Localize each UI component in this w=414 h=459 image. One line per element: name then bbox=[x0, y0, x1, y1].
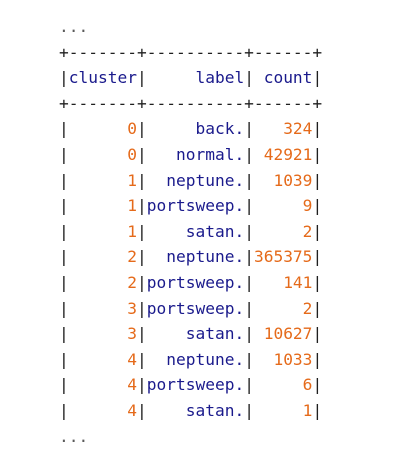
table-row: | 2|portsweep.| 141| bbox=[59, 272, 323, 292]
cell-label: neptune. bbox=[146, 349, 245, 369]
console-output: ... +-------+----------+------+ |cluster| … bbox=[59, 14, 322, 449]
table-row: | 0| back.| 324| bbox=[59, 119, 323, 139]
table-row: | 4| neptune.| 1033| bbox=[59, 349, 323, 369]
table-header-row: |cluster| label| count| bbox=[59, 68, 323, 88]
cell-label: satan. bbox=[146, 324, 245, 344]
cell-count: 2 bbox=[253, 221, 313, 241]
cell-label: portsweep. bbox=[146, 196, 245, 216]
cell-cluster: 1 bbox=[68, 196, 137, 216]
cell-cluster: 0 bbox=[68, 119, 137, 139]
table-body: | 0| back.| 324| | 0| normal.| 42921| | 1|… bbox=[59, 116, 322, 423]
cell-label: satan. bbox=[146, 400, 245, 420]
header-label: label bbox=[146, 68, 245, 88]
cell-cluster: 4 bbox=[68, 375, 137, 395]
cell-label: neptune. bbox=[146, 170, 245, 190]
cell-cluster: 2 bbox=[68, 272, 137, 292]
cell-cluster: 4 bbox=[68, 400, 137, 420]
cell-cluster: 0 bbox=[68, 144, 137, 164]
cell-cluster: 4 bbox=[68, 349, 137, 369]
cell-cluster: 1 bbox=[68, 170, 137, 190]
table-border-top: +-------+----------+------+ bbox=[59, 42, 323, 62]
cell-label: portsweep. bbox=[146, 298, 245, 318]
cell-cluster: 1 bbox=[68, 221, 137, 241]
table-row: | 1|portsweep.| 9| bbox=[59, 196, 323, 216]
cell-count: 1039 bbox=[253, 170, 313, 190]
cell-count: 10627 bbox=[253, 324, 313, 344]
table-row: | 3| satan.| 10627| bbox=[59, 324, 323, 344]
table-row: | 3|portsweep.| 2| bbox=[59, 298, 323, 318]
cell-count: 6 bbox=[253, 375, 313, 395]
table-row: | 0| normal.| 42921| bbox=[59, 144, 323, 164]
cell-count: 42921 bbox=[253, 144, 313, 164]
header-cluster: cluster bbox=[68, 68, 137, 88]
cell-label: satan. bbox=[146, 221, 245, 241]
cell-count: 365375 bbox=[253, 247, 313, 267]
cell-count: 324 bbox=[253, 119, 313, 139]
cell-cluster: 3 bbox=[68, 298, 137, 318]
cell-count: 1 bbox=[253, 400, 313, 420]
table-row: | 1| satan.| 2| bbox=[59, 221, 323, 241]
table-row: | 4| satan.| 1| bbox=[59, 400, 323, 420]
table-row: | 2| neptune.|365375| bbox=[59, 247, 323, 267]
cell-label: portsweep. bbox=[146, 375, 245, 395]
header-count: count bbox=[253, 68, 313, 88]
ellipsis-bottom: ... bbox=[59, 426, 89, 446]
table-row: | 4|portsweep.| 6| bbox=[59, 375, 323, 395]
ellipsis-top: ... bbox=[59, 17, 89, 36]
cell-count: 2 bbox=[253, 298, 313, 318]
cell-cluster: 3 bbox=[68, 324, 137, 344]
table-row: | 1| neptune.| 1039| bbox=[59, 170, 323, 190]
cell-cluster: 2 bbox=[68, 247, 137, 267]
cell-count: 9 bbox=[253, 196, 313, 216]
table-border-mid: +-------+----------+------+ bbox=[59, 93, 323, 113]
cell-label: portsweep. bbox=[146, 272, 245, 292]
cell-count: 1033 bbox=[253, 349, 313, 369]
cell-count: 141 bbox=[253, 272, 313, 292]
cell-label: neptune. bbox=[146, 247, 245, 267]
cell-label: back. bbox=[146, 119, 245, 139]
cell-label: normal. bbox=[146, 144, 245, 164]
